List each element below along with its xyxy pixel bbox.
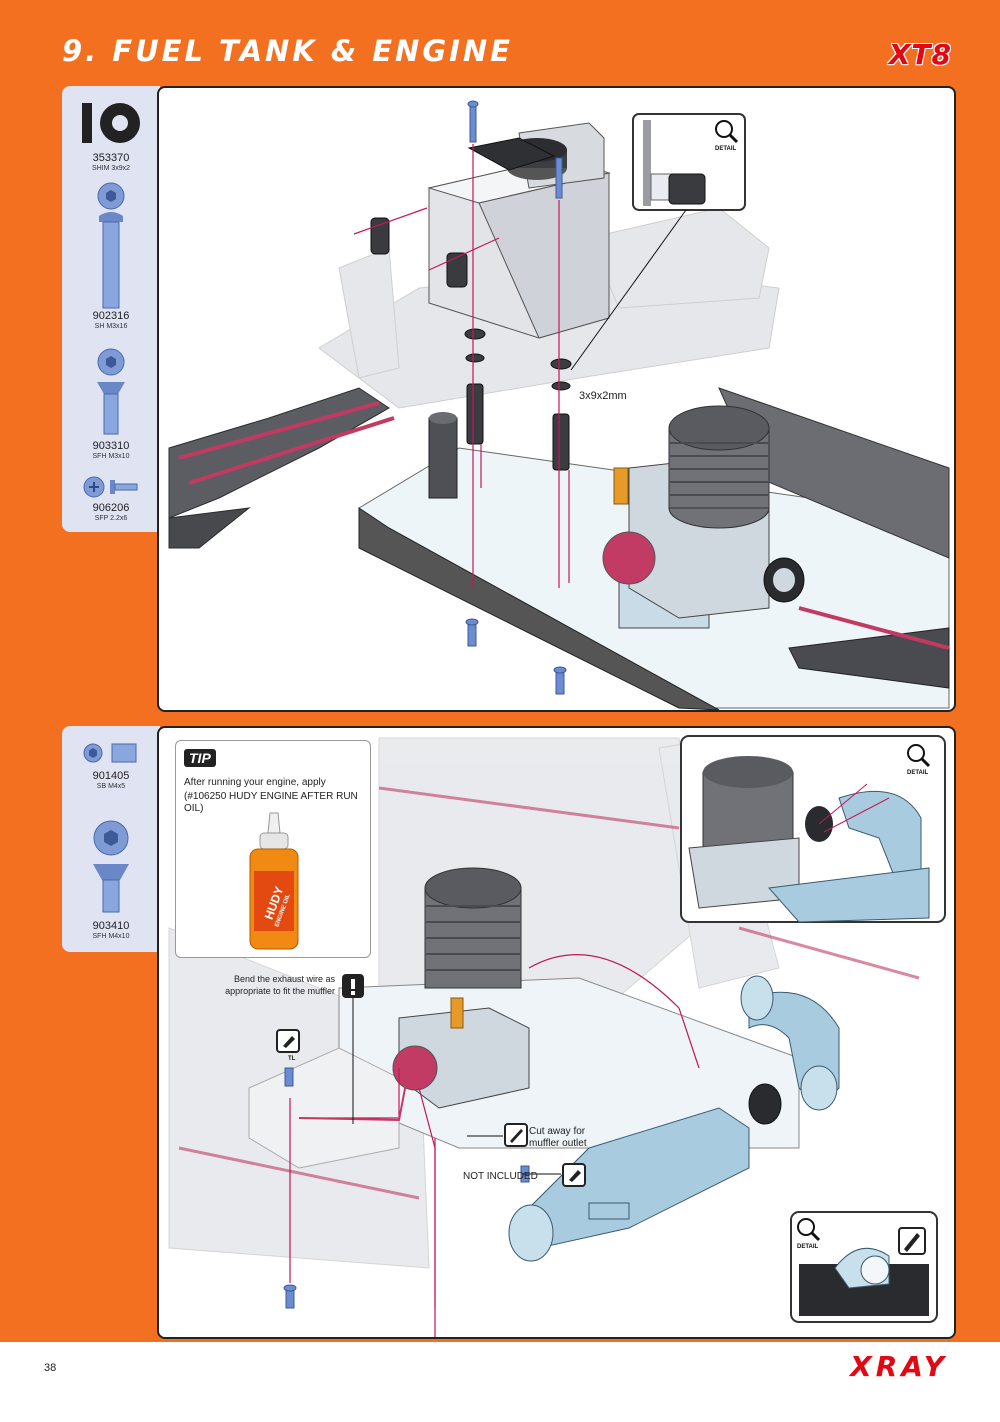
part-353370: 353370 SHIM 3x9x2 xyxy=(63,152,159,173)
thread-lock-icon-2 xyxy=(562,1163,586,1187)
page-number: 38 xyxy=(44,1362,57,1374)
warning-icon xyxy=(342,974,364,998)
parts-list-step2: 901405 SB M4x5 903410 SFH M4x10 xyxy=(62,726,160,952)
part-code: 903410 xyxy=(92,920,130,932)
engine xyxy=(602,405,805,629)
part-code: 901405 xyxy=(92,770,130,782)
part-901405: 901405 SB M4x5 xyxy=(63,770,159,791)
set-screw-icon xyxy=(83,743,137,763)
thread-lock-icon: TL xyxy=(276,1029,300,1062)
tip-tag: TIP xyxy=(184,749,216,767)
engine-detail xyxy=(688,756,930,923)
flat-head-screw-icon xyxy=(93,820,129,913)
note-not-included: NOT INCLUDED xyxy=(463,1171,538,1182)
oil-bottle-icon: HUDY ENGINE OIL xyxy=(249,812,299,950)
part-desc: SFH M3x10 xyxy=(92,453,130,460)
detail-tag-text-2: DETAIL xyxy=(797,1244,819,1250)
fuel-tank xyxy=(427,122,611,339)
step2-illustration-panel: TL Bend the exhaust wire as appropriate … xyxy=(157,726,956,1339)
tip-line-1: After running your engine, apply xyxy=(184,777,326,788)
part-902316: 902316 SH M3x16 xyxy=(63,310,159,331)
detail-tag-text: DETAIL xyxy=(715,146,737,152)
shim-icon xyxy=(82,103,140,143)
note-cut-away-1: Cut away for xyxy=(529,1126,586,1137)
tip-line-2: (#106250 HUDY ENGINE AFTER RUN OIL) xyxy=(184,791,358,814)
model-badge: XT8 xyxy=(888,38,952,71)
part-code: 903310 xyxy=(92,440,130,452)
detail-tag-text: DETAIL xyxy=(907,770,929,776)
note-bend-wire-1: Bend the exhaust wire as xyxy=(234,974,336,984)
tool-tag-text: TL xyxy=(288,1056,296,1062)
part-code: 902316 xyxy=(92,310,130,322)
shim-size-label: 3x9x2mm xyxy=(579,390,627,402)
note-bend-wire-2: appropriate to fit the muffler xyxy=(225,986,335,996)
part-desc: SB M4x5 xyxy=(96,783,126,790)
part-desc: SHIM 3x9x2 xyxy=(91,165,131,172)
part-desc: SFP 2.2x6 xyxy=(94,515,128,522)
flat-head-screw-icon xyxy=(97,348,125,435)
phillips-screw-icon xyxy=(83,476,138,498)
socket-head-screw-icon xyxy=(97,182,125,309)
footer-band xyxy=(0,1342,1000,1422)
engine xyxy=(392,867,530,1109)
note-cut-away-2: muffler outlet xyxy=(529,1138,587,1149)
exhaust-manifold xyxy=(740,975,840,1125)
part-code: 353370 xyxy=(92,152,130,164)
parts-list-step1: 353370 SHIM 3x9x2 902316 SH M3x16 903310… xyxy=(62,86,160,532)
exhaust-assembly-drawing: TL Bend the exhaust wire as appropriate … xyxy=(168,735,946,1337)
part-906206: 906206 SFP 2.2x6 xyxy=(63,502,159,523)
brand-logo: XRAY xyxy=(850,1350,948,1383)
section-title: 9. FUEL TANK & ENGINE xyxy=(62,34,513,68)
part-903410: 903410 SFH M4x10 xyxy=(63,920,159,941)
fuel-tank-assembly-drawing: DETAIL 3x9x2mm xyxy=(168,100,950,710)
cut-tool-icon xyxy=(504,1123,528,1147)
muffler xyxy=(508,1107,750,1262)
part-desc: SFH M4x10 xyxy=(92,933,130,940)
step1-illustration-panel: DETAIL 3x9x2mm xyxy=(157,86,956,712)
tip-box: TIP After running your engine, apply (#1… xyxy=(175,740,371,958)
part-903310: 903310 SFH M3x10 xyxy=(63,440,159,461)
part-desc: SH M3x16 xyxy=(94,323,128,330)
part-code: 906206 xyxy=(92,502,130,514)
